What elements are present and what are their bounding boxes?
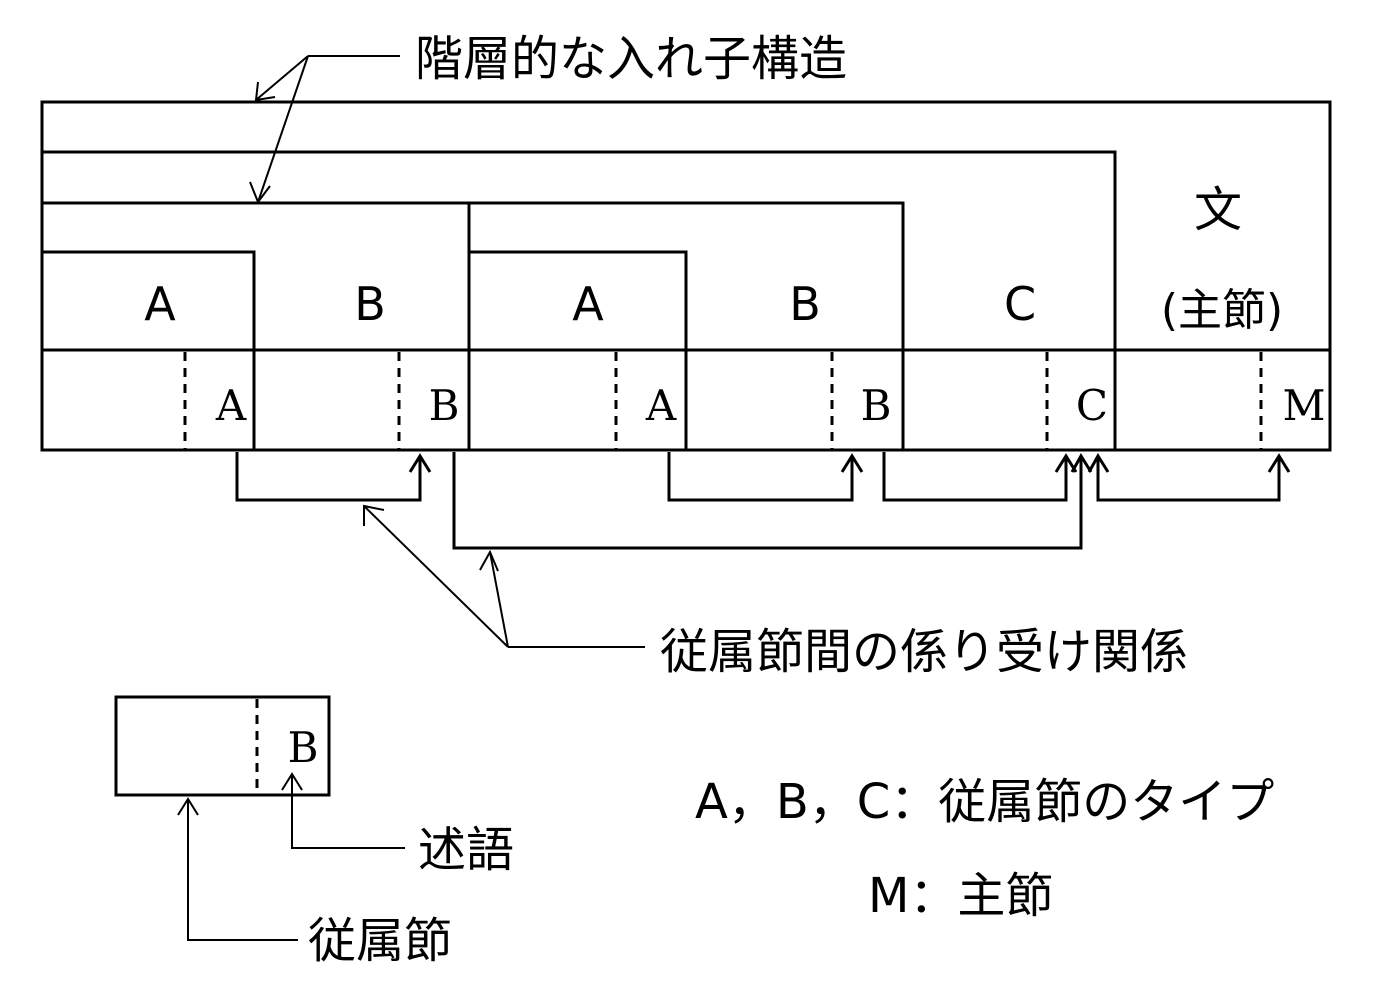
subordinate-pointer-line (187, 799, 298, 941)
nest-level-4a-line (42, 250, 256, 450)
arrow-head (254, 81, 276, 102)
callout-line (489, 551, 509, 648)
arrow-head (281, 772, 303, 791)
predicate-slot-label: B (429, 381, 460, 430)
callout-line (363, 505, 509, 648)
sentence-label: 文 (1194, 182, 1242, 238)
arrow-head (249, 181, 271, 205)
clause-type-label: A (144, 277, 176, 331)
legend-types: A，B，C：従属節のタイプ (695, 774, 1274, 830)
nesting-structure (40, 100, 1332, 452)
predicate-slot-label: B (861, 381, 892, 430)
legend-main: M：主節 (868, 868, 1053, 924)
arrow-head (363, 504, 385, 526)
dependency-link (1096, 456, 1281, 502)
example-slot-label: B (288, 723, 319, 772)
example-box (114, 695, 331, 797)
clause-type-label: B (789, 277, 821, 331)
arrow-head (1070, 453, 1093, 473)
arrow-head (1267, 453, 1291, 473)
predicate-pointer-line (291, 774, 405, 849)
dependency-link (882, 452, 1068, 502)
nesting-label: 階層的な入れ子構造 (415, 31, 847, 87)
clause-type-label: C (1004, 277, 1036, 331)
dependency-link (452, 452, 1083, 550)
dependency-callout: 従属節間の係り受け関係 (363, 504, 1188, 680)
callout-line (255, 55, 309, 101)
dependency-link (235, 452, 422, 502)
arrow-head (479, 549, 499, 572)
main-clause-label: (主節) (1161, 285, 1283, 336)
arrow-head (840, 453, 864, 473)
predicate-slot-label: C (1076, 381, 1108, 430)
predicate-dividers (183, 352, 1263, 450)
clause-separators (901, 350, 1117, 450)
predicate-slot-label: A (645, 381, 677, 430)
arrow-head (408, 453, 432, 473)
predicate-label: 述語 (418, 822, 514, 878)
predicate-slot-label: A (215, 381, 247, 430)
predicate-slots: A B A B C M (215, 381, 1326, 430)
arrow-head (1087, 453, 1110, 473)
subordinate-clause-label: 従属節 (308, 913, 452, 969)
legend: A，B，C：従属節のタイプ M：主節 (695, 774, 1274, 924)
clause-type-label: B (354, 277, 386, 331)
dependency-label: 従属節間の係り受け関係 (660, 624, 1188, 680)
nest-level-2-line (42, 150, 1117, 350)
dependency-links (235, 452, 1291, 550)
clause-type-label: A (572, 277, 604, 331)
nest-level-3-line (42, 201, 905, 350)
predicate-slot-label: M (1282, 381, 1325, 430)
nest-level-5-line (469, 250, 688, 450)
arrow-head (177, 797, 199, 816)
clause-type-labels: A B A B C 文 (主節) (144, 182, 1283, 336)
callout-line (257, 55, 309, 203)
dependency-link (667, 452, 854, 502)
nesting-callout: 階層的な入れ子構造 (249, 31, 847, 205)
arrow-head (1054, 453, 1078, 473)
example-clause-box: B 述語 従属節 (114, 695, 514, 969)
